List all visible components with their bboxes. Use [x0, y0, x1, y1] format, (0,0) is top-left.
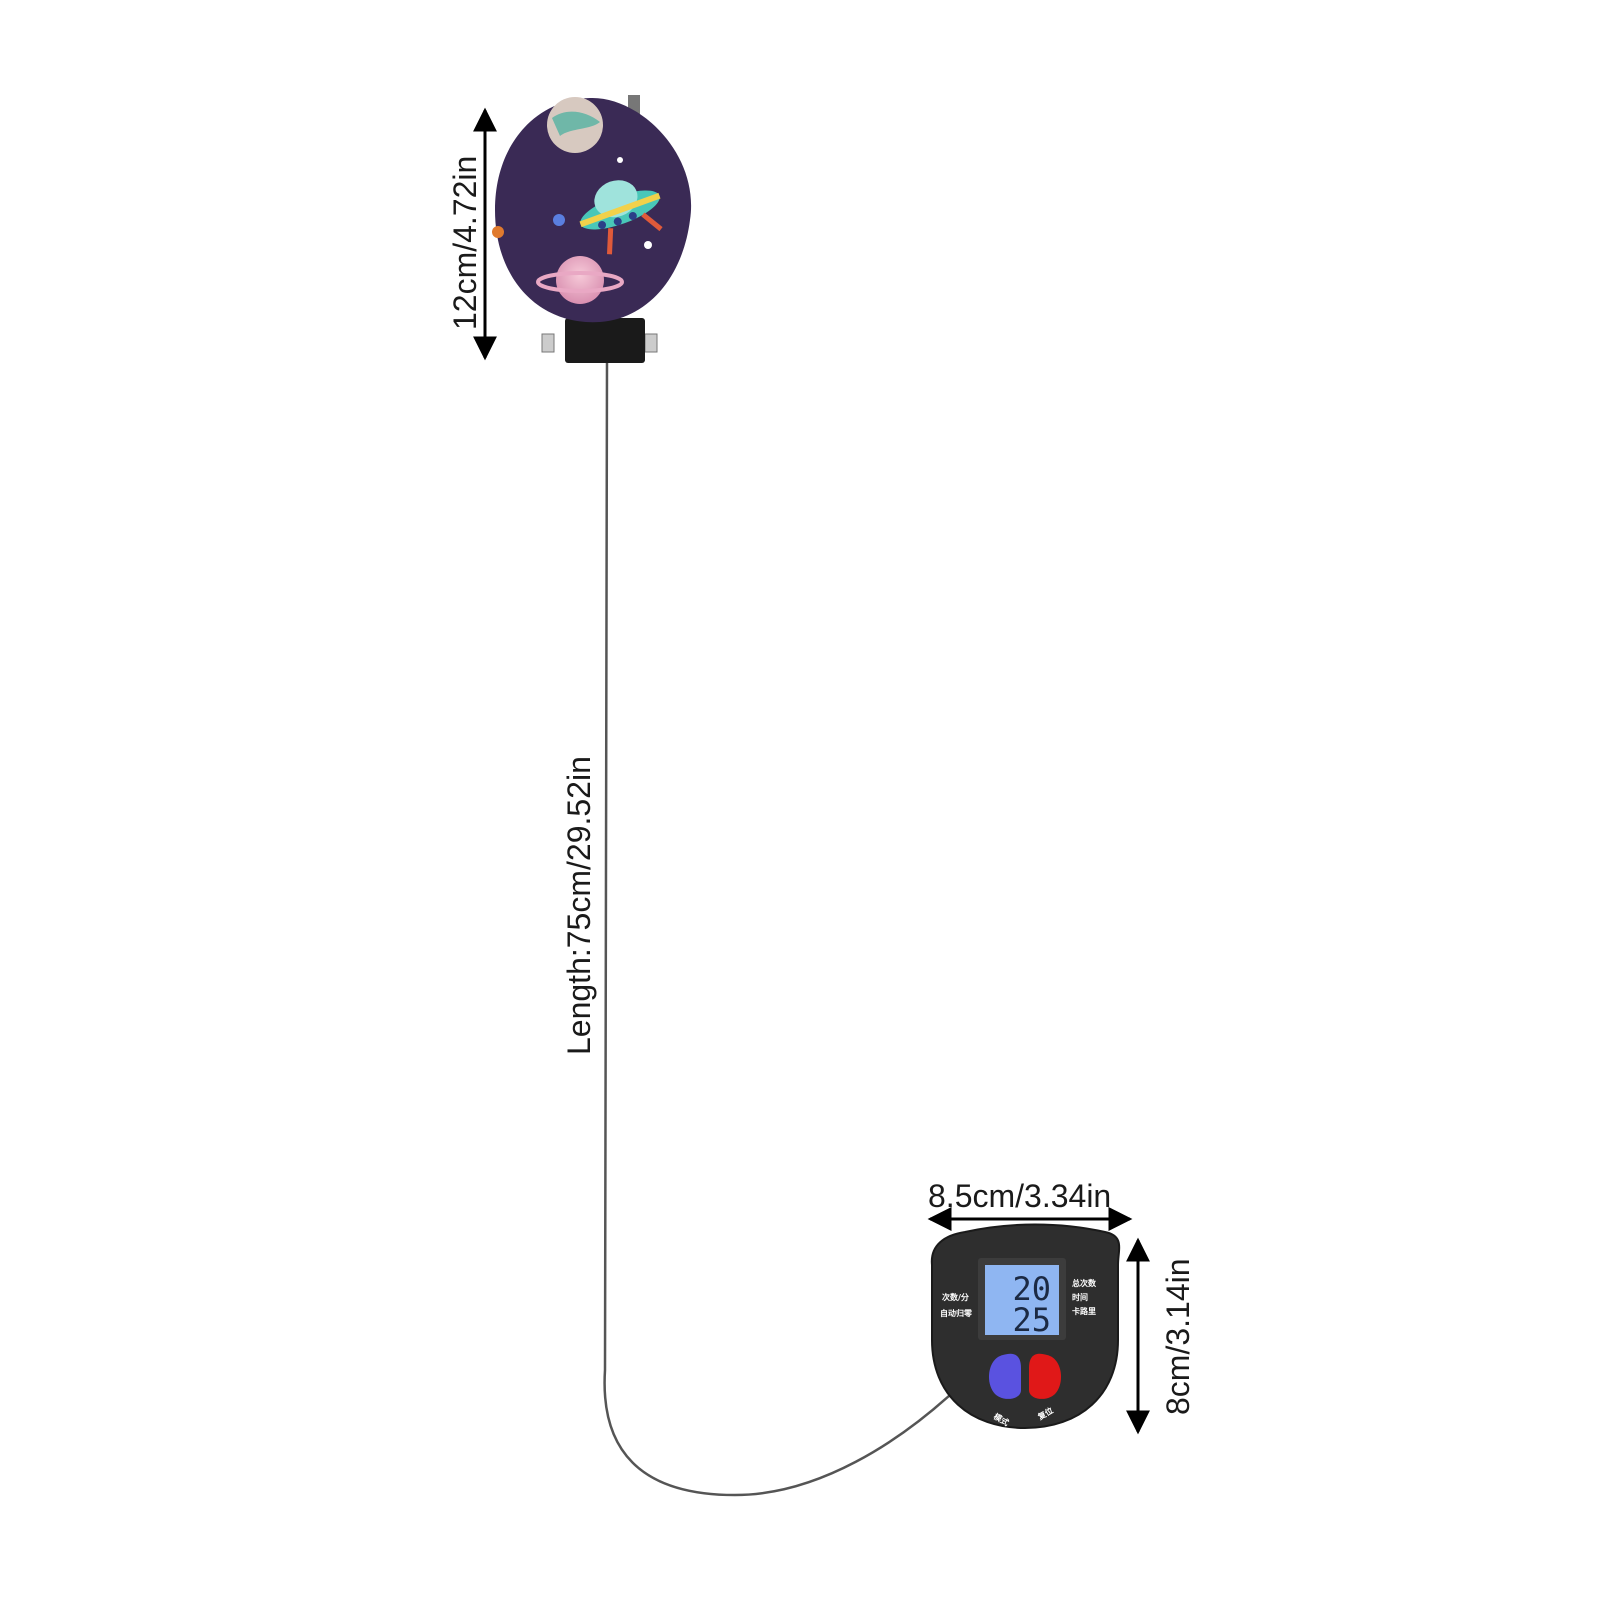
counter-left-label-1: 次数/分	[942, 1292, 969, 1302]
lcd-bottom-value: 25	[1012, 1301, 1051, 1339]
counter-left-label-2: 自动归零	[940, 1308, 973, 1318]
lcd-screen	[985, 1265, 1059, 1335]
counter-height-label: 8cm/3.14in	[1160, 1258, 1196, 1415]
counter-right-label-2: 时间	[1072, 1292, 1088, 1302]
lcd-top-value: 20	[1012, 1270, 1051, 1308]
paddle-height-label: 12cm/4.72in	[447, 155, 483, 330]
counter-width-label: 8.5cm/3.34in	[928, 1178, 1112, 1214]
counter-right-label-1: 总次数	[1072, 1278, 1097, 1288]
cable-length-label: Length:75cm/29.52in	[561, 756, 597, 1055]
counter-device: 20 25 次数/分 自动归零 总次数 时间 卡路里 模式 复位	[930, 1223, 1121, 1430]
counter-right-label-3: 卡路里	[1072, 1306, 1096, 1316]
cable	[603, 359, 951, 1497]
mode-button[interactable]	[988, 1353, 1021, 1399]
paddle	[492, 97, 692, 323]
reset-button[interactable]	[1029, 1353, 1062, 1399]
